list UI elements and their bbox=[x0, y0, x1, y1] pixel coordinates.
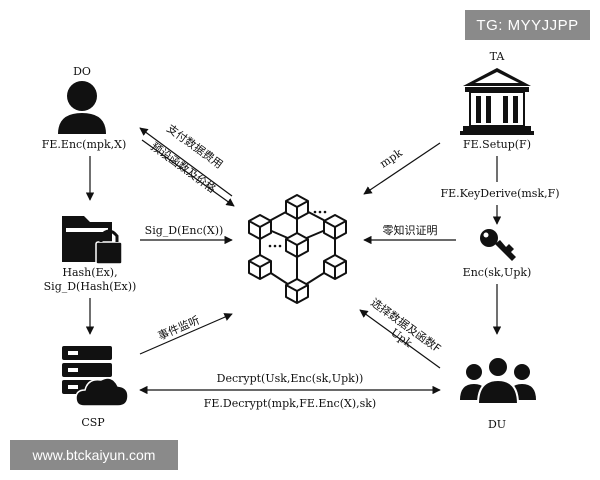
watermark-url: www.btckaiyun.com bbox=[10, 440, 178, 470]
ta-title: TA bbox=[490, 50, 506, 63]
arrow-select-data bbox=[359, 309, 441, 369]
du-title: DU bbox=[488, 418, 506, 431]
keyderive-caption: FE.KeyDerive(msk,F) bbox=[440, 187, 559, 200]
institution-building-icon bbox=[460, 68, 534, 135]
do-caption: FE.Enc(mpk,X) bbox=[42, 138, 126, 151]
csp-title: CSP bbox=[81, 416, 105, 429]
label-event-listen: 事件监听 bbox=[156, 314, 202, 343]
label-decrypt: Decrypt(Usk,Enc(sk,Upk)) bbox=[217, 372, 364, 385]
label-zk-proof: 零知识证明 bbox=[383, 223, 438, 237]
arrow-pay-fee bbox=[139, 127, 233, 197]
locked-folder-icon bbox=[62, 216, 123, 265]
watermark-tg: TG: MYYJJPP bbox=[465, 10, 590, 40]
user-group-icon bbox=[460, 356, 536, 405]
user-icon bbox=[58, 81, 106, 134]
blockchain-cubes-icon bbox=[248, 194, 347, 304]
arrow-preset-func bbox=[141, 139, 235, 207]
folder-caption-1: Hash(Ex), bbox=[62, 266, 117, 279]
label-fe-decrypt: FE.Decrypt(mpk,FE.Enc(X),sk) bbox=[204, 397, 376, 410]
label-sig: Sig_D(Enc(X)) bbox=[145, 224, 224, 237]
server-cloud-icon bbox=[62, 346, 129, 407]
encsk-caption: Enc(sk,Upk) bbox=[463, 266, 532, 279]
key-icon bbox=[480, 229, 516, 261]
label-mpk: mpk bbox=[377, 146, 405, 170]
ta-caption: FE.Setup(F) bbox=[463, 138, 531, 151]
do-title: DO bbox=[73, 65, 91, 78]
folder-caption-2: Sig_D(Hash(Ex)) bbox=[44, 280, 137, 293]
arrow-event-listen bbox=[139, 313, 233, 355]
arrow-mpk bbox=[363, 142, 441, 195]
